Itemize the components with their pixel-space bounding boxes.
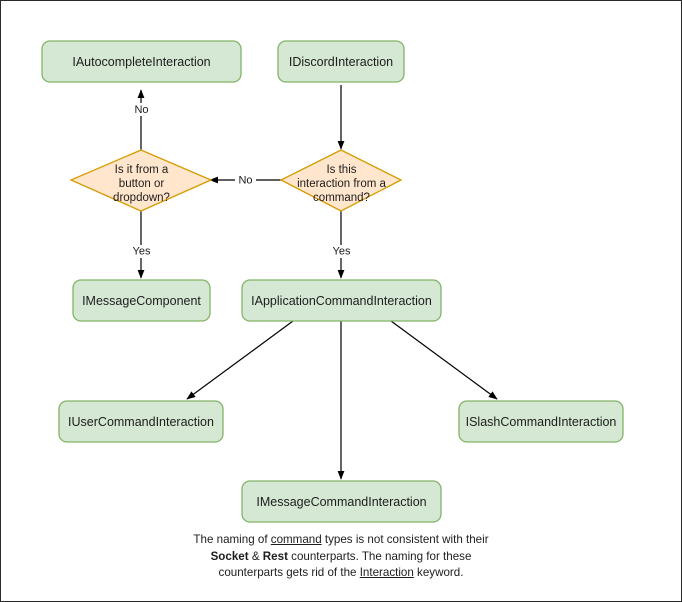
node-application-command-interaction[interactable]: IApplicationCommandInteraction — [241, 279, 442, 322]
caption-l2-amp: & — [248, 549, 263, 563]
caption-line-2: Socket & Rest counterparts. The naming f… — [1, 549, 681, 566]
decision-button-line-2: button or — [119, 178, 165, 190]
edge-decision-command-to-app-command: Yes — [329, 210, 354, 279]
caption-l1-underline-command: command — [270, 533, 322, 546]
caption-note: The naming of command types is not consi… — [1, 532, 681, 582]
caption-l3-underline-interaction: Interaction — [359, 566, 414, 579]
decision-command-line-1: Is this — [326, 164, 356, 176]
edge-label-no-decision: No — [238, 174, 252, 186]
node-label-user-command: IUserCommandInteraction — [68, 415, 214, 429]
caption-l3-a: counterparts gets rid of the — [218, 566, 360, 579]
node-label-message-command: IMessageCommandInteraction — [256, 495, 426, 509]
node-message-component[interactable]: IMessageComponent — [72, 279, 211, 322]
edge-app-command-to-slash-command — [390, 320, 498, 400]
caption-l1-a: The naming of — [193, 533, 271, 546]
node-user-command-interaction[interactable]: IUserCommandInteraction — [58, 400, 224, 443]
node-decision-from-command[interactable]: Is this interaction from a command? — [279, 149, 403, 212]
decision-button-line-3: dropdown? — [113, 192, 170, 204]
decision-button-line-1: Is it from a — [115, 164, 169, 176]
caption-line-3: counterparts gets rid of the Interaction… — [1, 565, 681, 582]
decision-command-line-2: interaction from a — [297, 178, 386, 190]
edge-decision-button-to-message-component: Yes — [129, 210, 154, 279]
node-label-app-command: IApplicationCommandInteraction — [251, 294, 432, 308]
node-label-message-component: IMessageComponent — [82, 294, 201, 308]
node-label-autocomplete: IAutocompleteInteraction — [72, 55, 210, 69]
edge-decision-button-to-autocomplete: No — [131, 89, 152, 151]
caption-l2-bold-socket: Socket — [210, 549, 249, 563]
edge-label-no-autocomplete: No — [134, 104, 148, 116]
node-label-slash-command: ISlashCommandInteraction — [466, 415, 617, 429]
decision-command-line-3: command? — [313, 192, 370, 204]
node-discord-interaction[interactable]: IDiscordInteraction — [277, 40, 405, 83]
caption-l2-bold-rest: Rest — [262, 549, 288, 563]
edge-label-yes-component: Yes — [133, 245, 151, 257]
node-label-discord: IDiscordInteraction — [289, 55, 393, 69]
caption-l2-tail: counterparts. The naming for these — [287, 549, 472, 563]
edge-label-yes-appcommand: Yes — [333, 245, 351, 257]
node-autocomplete-interaction[interactable]: IAutocompleteInteraction — [41, 40, 242, 83]
node-slash-command-interaction[interactable]: ISlashCommandInteraction — [458, 400, 624, 443]
caption-l3-b: keyword. — [413, 566, 464, 579]
node-decision-button-or-dropdown[interactable]: Is it from a button or dropdown? — [69, 149, 213, 212]
edge-decision-command-to-decision-button: No — [209, 173, 282, 187]
caption-l1-b: types is not consistent with their — [321, 533, 489, 546]
caption-line-1: The naming of command types is not consi… — [1, 532, 681, 549]
edge-app-command-to-user-command — [186, 320, 294, 400]
node-message-command-interaction[interactable]: IMessageCommandInteraction — [241, 480, 442, 523]
